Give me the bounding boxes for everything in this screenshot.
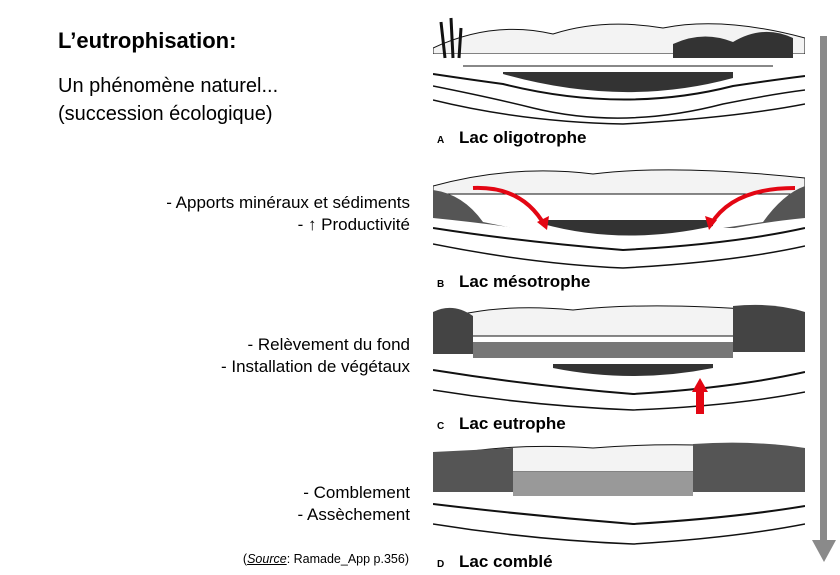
source-citation: (Source: Ramade_App p.356) [243,552,409,566]
note-eutrophe: - Relèvement du fond - Installation de v… [221,334,410,378]
rising-bottom-arrow [692,378,708,392]
source-open: ( [242,552,248,566]
panel-caption: B Lac mésotrophe [433,272,590,292]
note-line: - Apports minéraux et sédiments [166,193,410,212]
panel-caption-text: Lac comblé [459,552,553,571]
panel-mesotrophe: B Lac mésotrophe [433,164,805,291]
panel-eutrophe: C Lac eutrophe [433,302,805,433]
page-title: L’eutrophisation: [58,28,237,53]
panel-letter: D [437,559,445,570]
source-rest: : Ramade_App p.356) [286,552,409,566]
note-line: - Installation de végétaux [220,357,410,376]
panel-oligotrophe: A Lac oligotrophe [433,14,805,147]
lake-mesotrophe-illustration [433,169,805,274]
panel-caption: D Lac comblé [433,552,553,572]
source-label: Source [247,552,287,566]
succession-timeline-arrow [812,36,836,562]
panel-caption-text: Lac oligotrophe [459,128,587,147]
note-line: - Relèvement du fond [247,335,410,354]
subtitle-line-1: Un phénomène naturel... [58,75,279,97]
panel-caption: A Lac oligotrophe [433,128,587,148]
panel-letter: B [437,279,445,290]
rising-bottom-arrow-stem [696,392,704,414]
page-subtitle: Un phénomène naturel... (succession écol… [58,72,278,128]
panel-letter: C [437,421,445,432]
note-line: - Assèchement [297,505,410,524]
note-line: - Comblement [303,483,410,502]
lake-comble-illustration [433,442,805,548]
note-mesotrophe: - Apports minéraux et sédiments - ↑ Prod… [166,192,410,236]
panel-caption-text: Lac eutrophe [459,414,566,433]
note-line: - ↑ Productivité [297,215,410,234]
panel-letter: A [437,135,445,146]
panel-caption-text: Lac mésotrophe [459,272,591,291]
subtitle-line-2: (succession écologique) [58,103,273,125]
lake-eutrophe-illustration [433,304,805,412]
lake-oligotrophe-illustration [433,17,805,126]
panel-caption: C Lac eutrophe [433,414,566,434]
panel-comble: D Lac comblé [433,442,805,571]
note-comble: - Comblement - Assèchement [298,482,410,526]
